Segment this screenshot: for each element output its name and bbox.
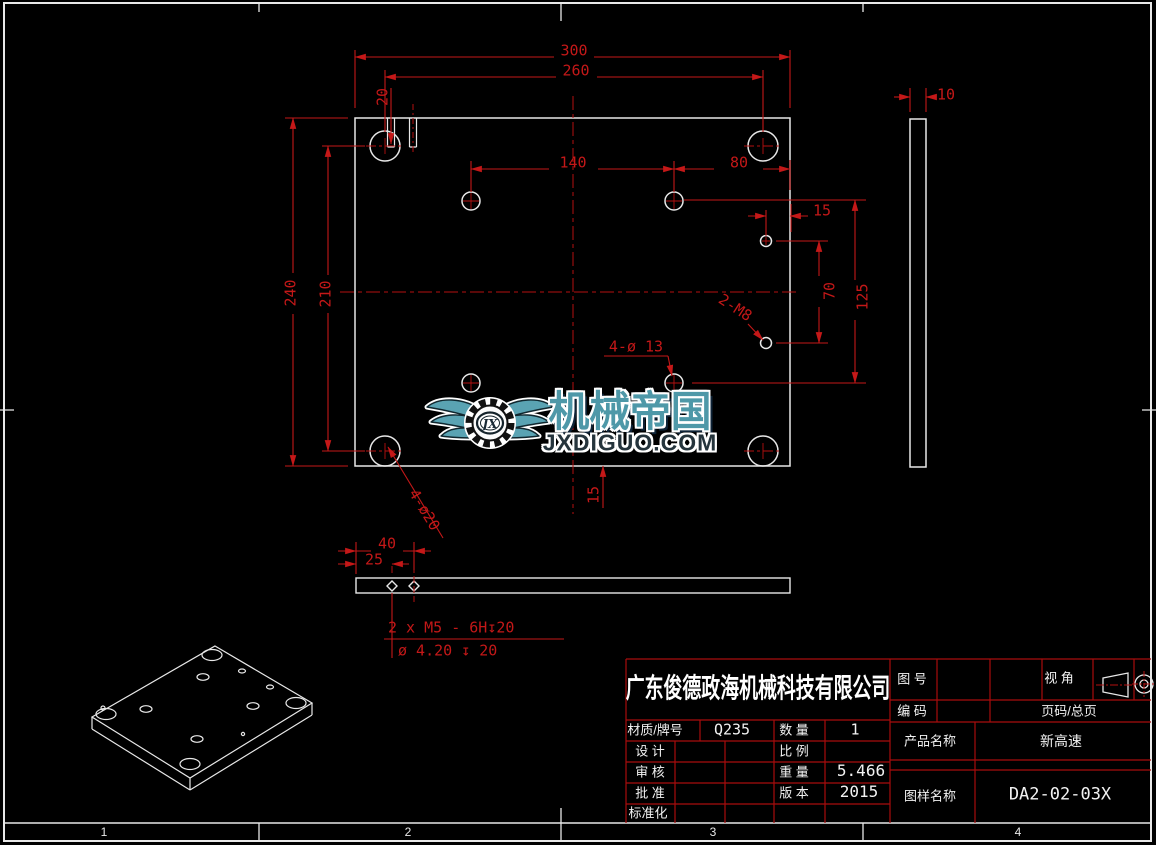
dim-125: 125 [853, 283, 872, 311]
watermark-logo: JX [424, 397, 556, 449]
dim-260: 260 [562, 61, 590, 80]
material-value: Q235 [713, 720, 751, 739]
zone-label-1: 1 [100, 825, 108, 839]
dim-80: 80 [729, 153, 749, 172]
view-angle-label: 视 角 [1044, 670, 1074, 686]
logo-monogram: JX [481, 417, 499, 431]
drawing-no-label: 图 号 [897, 671, 927, 687]
first-angle-cone-icon [1102, 672, 1129, 698]
dim-15-right: 15 [812, 201, 832, 220]
approve-label: 批 准 [635, 785, 665, 801]
side-view [909, 118, 927, 468]
dim-20: 20 [373, 87, 392, 107]
page-label: 页码/总页 [1041, 703, 1097, 719]
qty-value: 1 [850, 720, 860, 739]
title-block-grid [625, 658, 1151, 823]
bottom-view [355, 577, 791, 594]
version-value: 2015 [839, 782, 879, 801]
dim-70: 70 [820, 281, 839, 301]
design-label: 设 计 [635, 743, 665, 759]
weight-value: 5.466 [836, 761, 886, 780]
centerlines [340, 96, 800, 602]
dim-210: 210 [316, 280, 335, 308]
scale-label: 比 例 [779, 743, 809, 759]
dim-140: 140 [559, 153, 587, 172]
dim-40: 40 [377, 534, 397, 553]
code-label: 编 码 [897, 703, 927, 719]
pattern-label: 图样名称 [903, 788, 957, 804]
weight-label: 重 量 [779, 764, 809, 780]
dim-300: 300 [560, 41, 588, 60]
company-name: 广东俊德政海机械科技有限公司 [625, 673, 891, 704]
label-4-d13: 4-ø 13 [608, 337, 664, 356]
zone-label-3: 3 [709, 825, 717, 839]
dimension-lines [285, 50, 937, 658]
dim-10: 10 [936, 85, 956, 104]
version-label: 版 本 [779, 785, 809, 801]
isometric-view [90, 645, 314, 791]
pattern-value: DA2-02-03X [1008, 784, 1112, 805]
gear-icon: JX [464, 397, 516, 449]
qty-label: 数 量 [779, 722, 809, 738]
callout-thread: 2 x M5 - 6H↧20 [388, 618, 515, 637]
zone-label-4: 4 [1014, 825, 1022, 839]
dim-15-bottom: 15 [584, 485, 603, 505]
dim-240: 240 [281, 279, 300, 307]
check-label: 审 核 [635, 764, 665, 780]
watermark-brand: 机械帝国 [548, 388, 712, 435]
dim-25: 25 [364, 550, 384, 569]
zone-label-2: 2 [404, 825, 412, 839]
material-label: 材质/牌号 [627, 722, 683, 738]
product-value: 新高速 [1040, 733, 1082, 749]
projection-symbols [1096, 671, 1156, 698]
standard-label: 标准化 [628, 805, 668, 821]
product-label: 产品名称 [903, 733, 957, 749]
callout-drill: ø 4.20 ↧ 20 [398, 641, 498, 660]
watermark-site: JXDIGUO.COM [542, 429, 718, 456]
